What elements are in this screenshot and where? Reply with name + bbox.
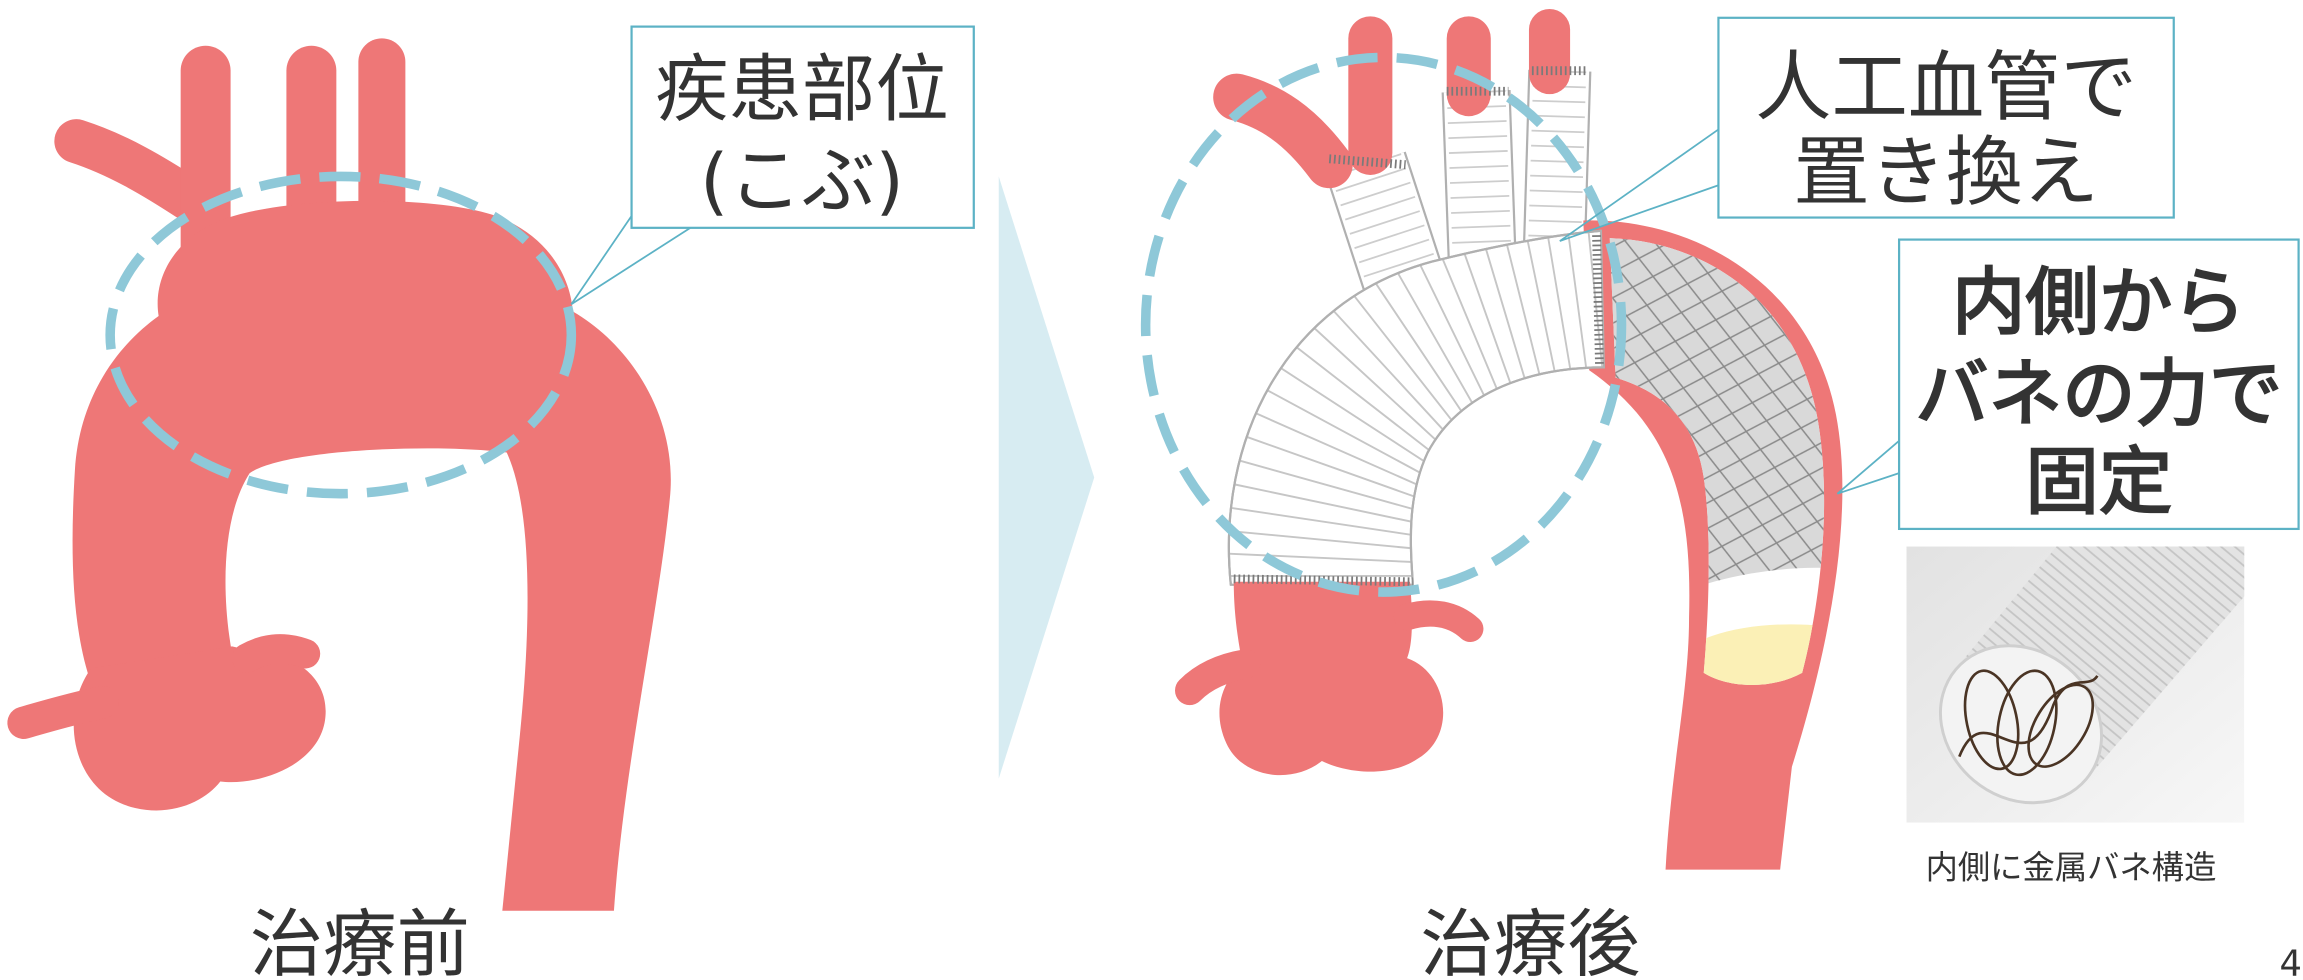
transition-arrow-icon [998, 176, 1095, 779]
before-treatment-diagram: 疾患部位 (こぶ) 治療前 [7, 25, 975, 980]
branch-sutures [1328, 66, 1588, 170]
stent-callout-box [1897, 238, 2300, 531]
photo-caption: 内側に金属バネ構造 [1926, 848, 2217, 886]
lesion-callout-line-2: (こぶ) [700, 139, 904, 224]
graft-branch-1-rings [1331, 153, 1448, 321]
right-coronary-after [1393, 600, 1484, 643]
page-number: 4 [2280, 943, 2302, 980]
photo-metal-spring-wires [1958, 669, 2099, 777]
lesion-highlight-dashed-ellipse [105, 171, 577, 499]
left-coronary-after [1175, 649, 1261, 706]
graft-arch-outline [1227, 229, 1604, 585]
artificial-graft-arch [1227, 229, 1606, 586]
after-treatment-diagram: 人工血管で 置き換え 内側から バネの力で 固定 内側に金属バネ構造 治療後 [1140, 8, 2300, 980]
graft-callout-box [1717, 16, 2175, 219]
aortic-root-after [1219, 581, 1444, 776]
stent-graft-photo [1906, 546, 2245, 823]
aortic-root-before [73, 646, 326, 811]
photo-graft-opening [1938, 644, 2104, 805]
graft-highlight-dashed-circle [1140, 52, 1627, 597]
graft-callout-line-2: 置き換え [1793, 128, 2098, 217]
left-coronary-before [7, 686, 119, 739]
stent-callout-line-3: 固定 [2025, 440, 2172, 525]
suture-branch-1 [1328, 154, 1406, 170]
lesion-callout-pointer [570, 211, 691, 305]
graft-callout-line-1: 人工血管で [1755, 43, 2137, 132]
stent-callout-line-1: 内側から [1952, 261, 2246, 346]
stent-callout-line-2: バネの力で [1915, 352, 2282, 437]
right-coronary-before [232, 634, 321, 673]
lesion-callout-box [630, 25, 975, 229]
stent-callout-pointer [1836, 440, 1900, 495]
graft-branch-3 [1524, 69, 1590, 266]
aorta-arch-with-aneurysm [72, 200, 671, 911]
before-treatment-label: 治療前 [250, 903, 470, 980]
lesion-callout-line-1: 疾患部位 [655, 48, 949, 133]
graft-callout-pointer [1559, 128, 1719, 242]
after-treatment-label: 治療後 [1420, 903, 1640, 980]
right-subclavian-branch [54, 119, 211, 221]
